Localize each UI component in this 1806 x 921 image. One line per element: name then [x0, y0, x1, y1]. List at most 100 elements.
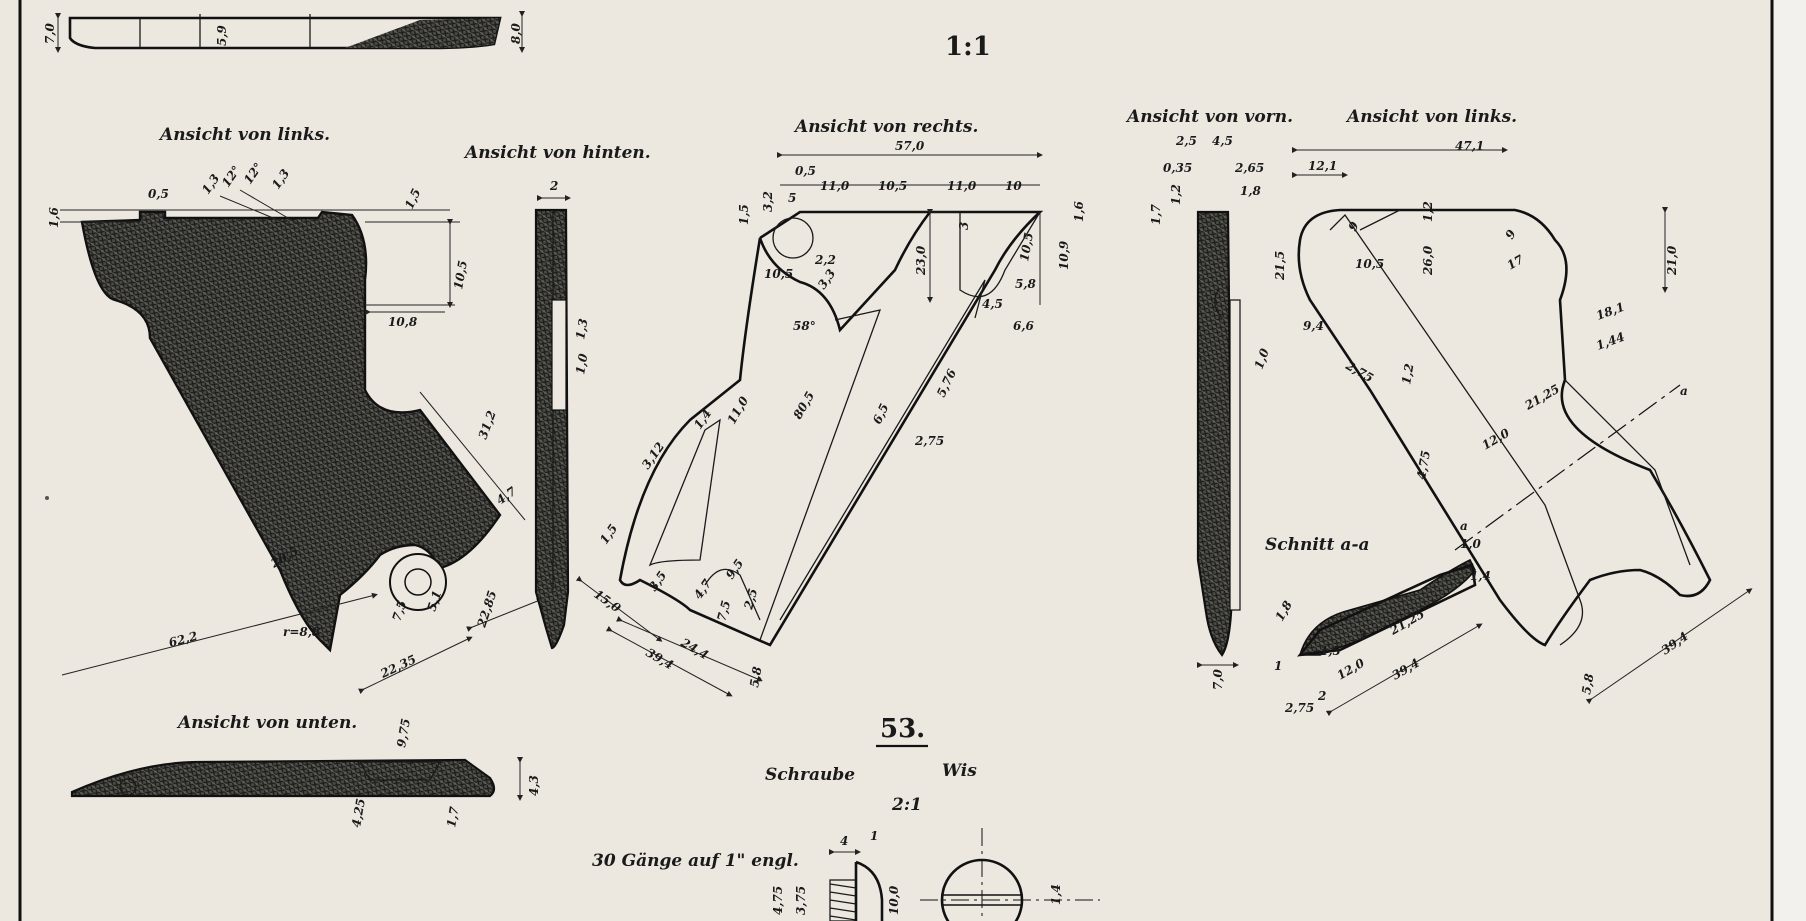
part-scale: 2:1: [891, 795, 922, 815]
dim-text: 3,2: [761, 191, 775, 212]
grip-left2-outline: [1297, 208, 1712, 647]
dim-text: 1,6: [47, 206, 61, 228]
scale-label: 1:1: [945, 32, 991, 62]
dim-text: 1,7: [1149, 203, 1163, 225]
dim-text: 47,1: [1455, 139, 1484, 153]
dim-text: 9,4: [1303, 319, 1324, 333]
dim-text: 7,5: [390, 599, 410, 623]
dim-text: 1,0: [1252, 346, 1273, 371]
dim-text: 2,65: [1234, 161, 1264, 175]
dim-text: 0,5: [148, 187, 169, 201]
dim-text: 4,75: [1414, 449, 1433, 480]
dim-text: 10,9: [1057, 240, 1071, 270]
dim-text: 1,0: [573, 352, 591, 376]
part-53-screw: 53. Schraube Wis 2:1 30 Gänge auf 1" eng…: [592, 714, 1100, 921]
dim-text: 4,5: [982, 297, 1003, 311]
dim-text: 4,75: [771, 886, 785, 915]
dim-text: 1,0: [1460, 537, 1482, 551]
dim-text: 3: [1358, 629, 1366, 643]
view-label-rear: Ansicht von hinten.: [463, 143, 651, 163]
dim-text: 1: [1274, 659, 1282, 673]
dim-text: 4,3: [527, 775, 541, 796]
part-number: 53.: [880, 714, 925, 744]
dim-text: 1,8: [1240, 184, 1262, 198]
view-label-bottom: Ansicht von unten.: [176, 713, 357, 733]
dim-text: 1,5: [1320, 644, 1341, 658]
dim-text: 1,2: [1421, 201, 1435, 222]
dim-text: 5,8: [747, 665, 765, 689]
view-label-front: Ansicht von vorn.: [1125, 107, 1293, 127]
dim-text: 9,75: [394, 717, 413, 748]
dim-text: 2,5: [1175, 134, 1197, 148]
screw-boss: [389, 553, 447, 611]
dim-text: 11,0: [820, 179, 850, 193]
right-margin: [1774, 0, 1806, 921]
dim-text: 21,5: [1273, 251, 1287, 281]
dim-text: 8,0: [509, 22, 523, 44]
top-view: 7,0 5,9 8,0: [43, 11, 525, 53]
dim-text: 1,6: [1072, 200, 1086, 222]
dim-text: 4,25: [349, 797, 368, 828]
grip-left-outline: [80, 210, 502, 653]
dim-text: 7,0: [43, 22, 57, 44]
dim-text: 1: [870, 829, 878, 843]
dim-text: 2,5: [741, 587, 760, 612]
dim-text: 0,5: [795, 164, 816, 178]
dim-text: r=8,8: [283, 625, 321, 639]
dim-text: 2: [1317, 689, 1326, 703]
section-label: Schnitt a-a: [1265, 535, 1370, 555]
dim-text: 6,6: [1013, 319, 1035, 333]
dim-text: 7,0: [1211, 668, 1225, 690]
dim-text: 3,75: [794, 886, 808, 915]
dim-text: 21,0: [1665, 245, 1679, 276]
dim-text: 1,5: [737, 204, 751, 225]
dim-text: 1,7: [444, 805, 462, 829]
dim-text: 10,0: [887, 885, 901, 915]
dim-text: 58°: [793, 319, 816, 333]
part-name: Schraube: [765, 765, 855, 785]
dim-text: 1,4: [1470, 569, 1491, 583]
view-bottom: Ansicht von unten. 9,75 4,3 4,25 1,7: [70, 713, 541, 829]
dim-text: 4,5: [1212, 134, 1233, 148]
grip-right-outline: [618, 210, 1044, 647]
dim-text: 26,0: [1421, 245, 1435, 276]
thread-note: 30 Gänge auf 1" engl.: [592, 851, 799, 871]
dim-text: 1,2: [1169, 184, 1183, 205]
view-left-outline: Ansicht von links. a a 47,1 12,1 1,2 9 2…: [1273, 107, 1753, 705]
dim-text: 5,8: [1579, 672, 1597, 696]
dim-text: 2: [549, 179, 558, 193]
dim-text: 11,0: [947, 179, 977, 193]
dim-text: 4: [840, 834, 848, 848]
dim-text: 12,1: [1308, 159, 1337, 173]
paper-speck: [45, 496, 49, 500]
dim-text: 10,8: [388, 315, 418, 329]
view-rear: Ansicht von hinten. 2 1,3 1,0: [463, 143, 651, 650]
view-label-left2: Ansicht von links.: [1345, 107, 1517, 127]
dim-text: 10,5: [1355, 257, 1384, 271]
dim-text: 2,2: [814, 253, 836, 267]
dim-text: 10,5: [764, 267, 793, 281]
view-label-left: Ansicht von links.: [158, 125, 330, 145]
dim-text: 0,35: [1163, 161, 1192, 175]
dim-text: 5,1: [425, 589, 445, 613]
view-front: Ansicht von vorn. 2,5 4,5 0,35 2,65 1,8 …: [1125, 107, 1293, 690]
dim-text: 57,0: [895, 139, 925, 153]
dim-text: 10,5: [451, 259, 470, 290]
dim-text: 1,2: [1399, 363, 1416, 386]
dim-text: 5: [788, 191, 796, 205]
dim-text: 10,5: [878, 179, 907, 193]
dim-text: 2,75: [1284, 701, 1314, 715]
dim-text: 23,0: [914, 245, 928, 276]
dim-text: 3: [957, 222, 971, 230]
dim-text: 5,8: [1015, 277, 1037, 291]
dim-text: 2,75: [914, 434, 944, 448]
section-a-a: Schnitt a-a 1,8 1,5 3 21,25 1,0 1,4 12,0…: [1265, 535, 1491, 717]
dim-text: 1,4: [1049, 884, 1063, 905]
view-label-right: Ansicht von rechts.: [793, 117, 978, 137]
dim-text: 1,3: [573, 318, 590, 341]
dim-text: a: [1680, 384, 1688, 398]
dim-text: 5,9: [215, 24, 229, 46]
dim-text: a: [1460, 519, 1468, 533]
dim-text: 10: [1005, 179, 1022, 193]
